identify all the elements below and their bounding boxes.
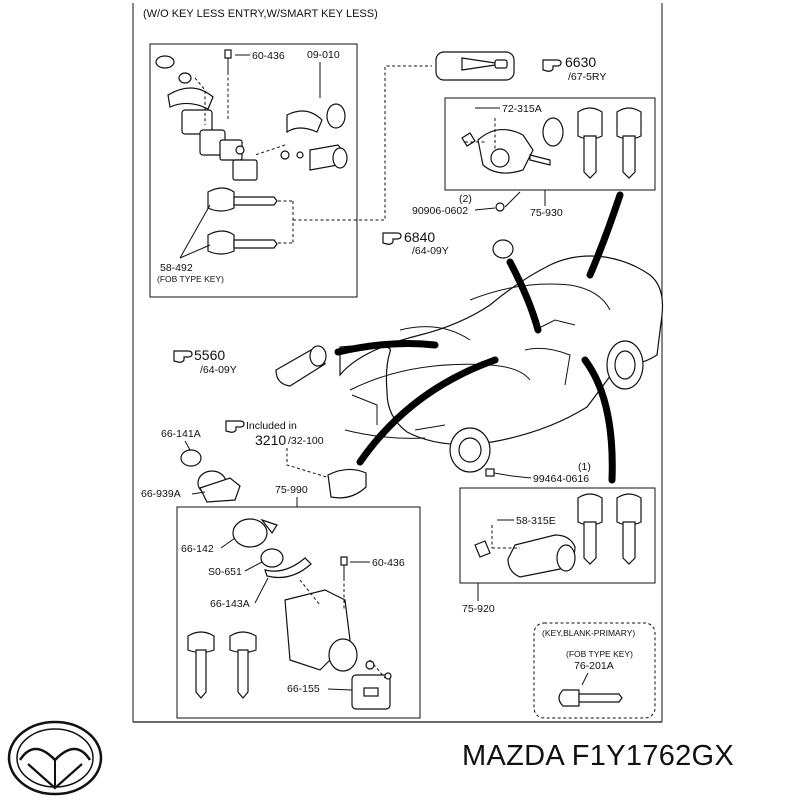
part-number-caption: MAZDA F1Y1762GX — [462, 740, 735, 772]
pointing-hand-icon-3210 — [225, 420, 245, 433]
box-key-blank — [533, 622, 656, 719]
part-66-141A — [180, 449, 202, 467]
bolt-90906 — [495, 202, 505, 212]
label-58-315E: 58-315E — [516, 515, 556, 527]
trunk-cylinder — [492, 239, 514, 259]
label-66-939A: 66-939A — [141, 488, 181, 500]
pointing-hand-icon — [542, 59, 562, 72]
label-72-315A: 72-315A — [502, 103, 542, 115]
label-99464-0616: 99464-0616 — [533, 473, 589, 485]
ignition-parts-group — [155, 49, 348, 181]
label-60-436-bot: 60-436 — [372, 557, 405, 569]
pointer-line-2 — [506, 258, 542, 334]
label-66-141A: 66-141A — [161, 428, 201, 440]
lock-cylinder-door — [461, 117, 564, 174]
connector-3210 — [286, 448, 331, 479]
label-66-155: 66-155 — [287, 683, 320, 695]
diagram-title: (W/O KEY LESS ENTRY,W/SMART KEY LESS) — [143, 8, 378, 20]
label-qty-1: (1) — [578, 461, 591, 473]
box-75-920 — [459, 487, 656, 584]
pointer-line-5 — [581, 356, 616, 484]
pointer-line-1 — [586, 191, 624, 279]
label-64-09Y-a: /64-09Y — [412, 245, 449, 257]
label-key-blank-primary: (KEY,BLANK-PRIMARY) — [542, 628, 635, 638]
label-60-436-top: 60-436 — [252, 50, 285, 62]
box-75-930 — [444, 97, 656, 191]
label-3210: 3210 — [255, 432, 286, 448]
label-6630: 6630 — [565, 54, 596, 70]
keys-steering-lock — [187, 631, 257, 699]
box-ignition-set-top — [149, 43, 358, 298]
door-lock-assembly — [474, 525, 576, 578]
label-5560: 5560 — [194, 347, 225, 363]
label-67-5RY: /67-5RY — [568, 71, 606, 83]
label-qty-2: (2) — [459, 193, 472, 205]
label-S0-651: S0-651 — [208, 566, 242, 578]
bolt-99464 — [485, 468, 513, 477]
steering-lock-parts — [232, 518, 392, 710]
label-75-990: 75-990 — [275, 484, 308, 496]
label-58-492: 58-492 — [160, 262, 193, 274]
pointer-line-4 — [356, 356, 499, 466]
keys-75-930 — [577, 107, 642, 179]
door-lock-cylinder — [275, 345, 327, 387]
label-75-930: 75-930 — [530, 207, 563, 219]
keys-75-920 — [577, 493, 642, 565]
pointing-hand-icon-5560 — [173, 350, 193, 363]
label-76-201A: 76-201A — [574, 660, 614, 672]
pointer-line-3 — [334, 340, 439, 356]
label-fob-type-key-1: (FOB TYPE KEY) — [157, 274, 224, 284]
label-64-09Y-b: /64-09Y — [200, 364, 237, 376]
label-09-010: 09-010 — [307, 49, 340, 61]
key-blank-76-201A — [558, 689, 623, 707]
label-fob-type-key-2: (FOB TYPE KEY) — [566, 649, 633, 659]
label-included-in: Included in — [246, 420, 297, 432]
smart-fob-key — [435, 51, 515, 81]
box-steering-lock — [176, 506, 421, 719]
fob-keys-top — [179, 187, 294, 259]
label-75-920: 75-920 — [462, 603, 495, 615]
connector-fob — [293, 65, 432, 221]
label-90906-0602: 90906-0602 — [412, 205, 468, 217]
label-66-143A: 66-143A — [210, 598, 250, 610]
label-66-142: 66-142 — [181, 543, 214, 555]
mazda-logo-icon — [7, 720, 103, 796]
part-75-990-cover — [327, 468, 367, 499]
label-6840: 6840 — [404, 229, 435, 245]
part-66-939A — [197, 470, 241, 503]
label-32-100: /32-100 — [288, 435, 324, 447]
pointing-hand-icon-6840 — [382, 232, 402, 245]
